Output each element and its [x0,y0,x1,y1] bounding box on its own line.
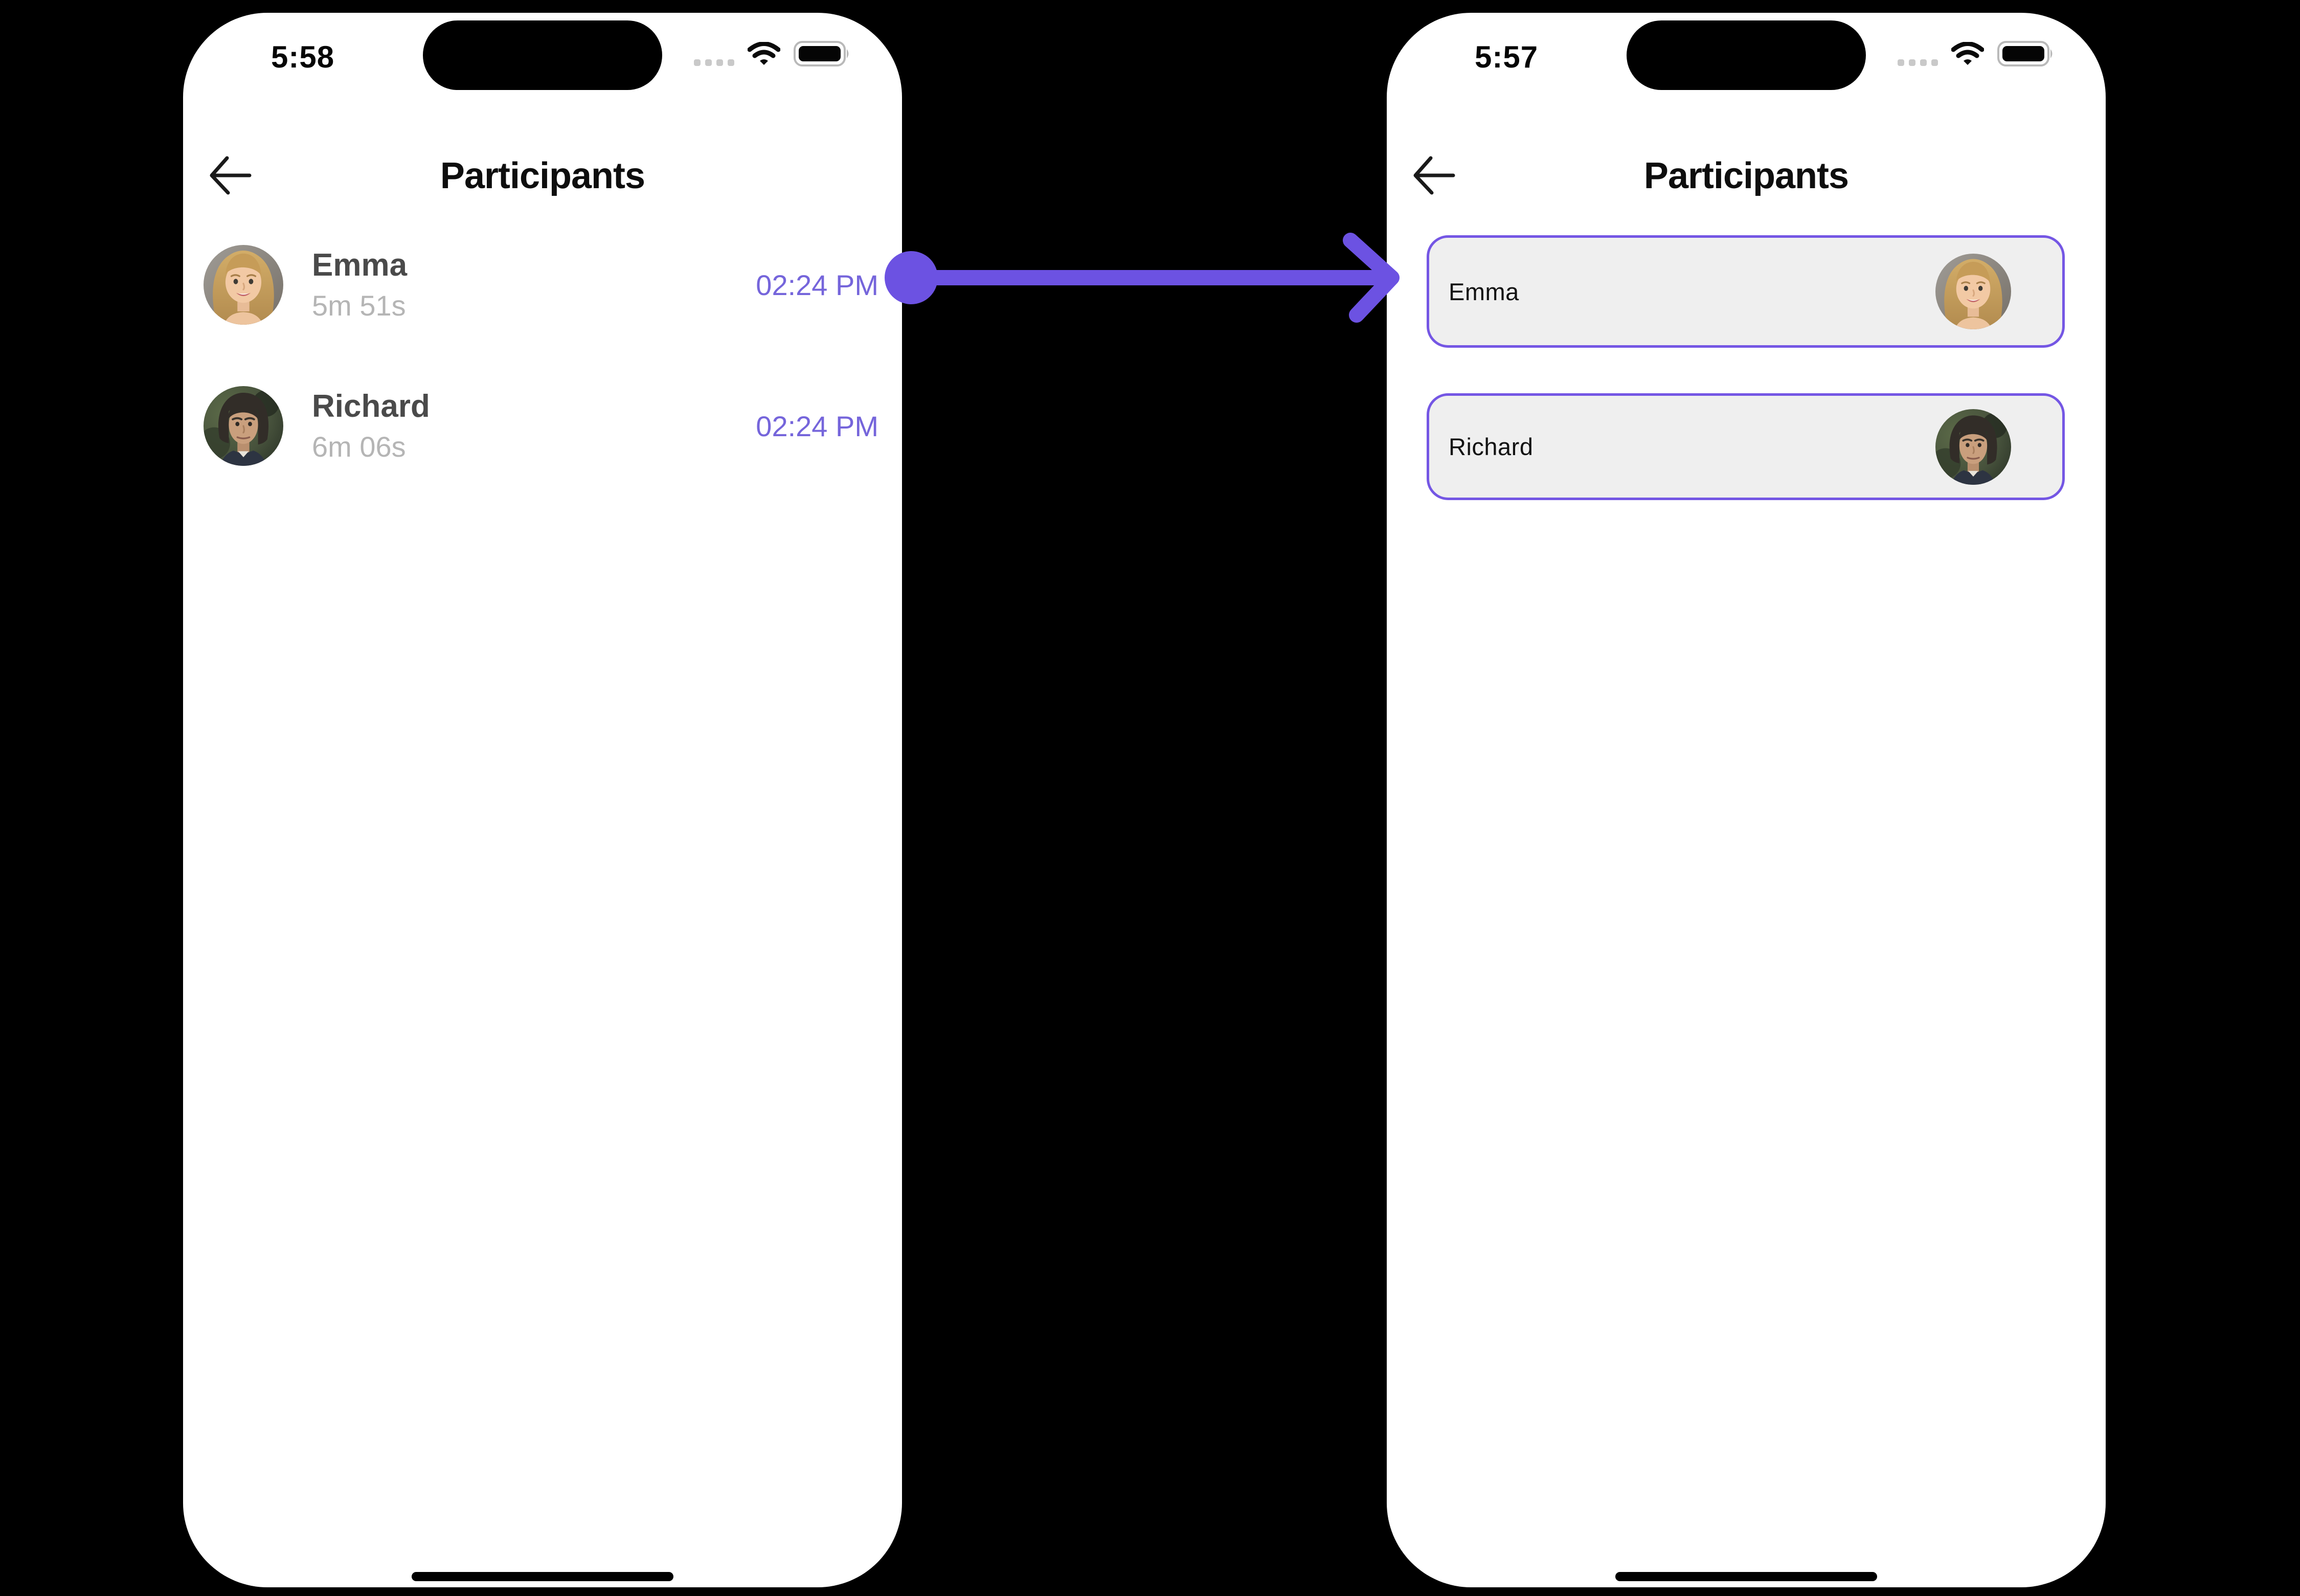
status-icons [1898,41,2055,66]
joined-time: 02:24 PM [756,410,878,442]
dynamic-island [423,20,662,90]
phone-left: 5:58 Participants Emma 5m 51s 02:24 PM [183,13,902,1587]
participant-texts: Emma 5m 51s [312,249,407,321]
avatar-emma [1935,254,2011,329]
wifi-icon [748,42,780,65]
dynamic-island [1627,20,1866,90]
cellular-signal-dots-icon [694,59,734,66]
avatar-emma [204,245,283,325]
status-time: 5:57 [1475,40,1539,74]
participant-row-emma[interactable]: Emma 5m 51s 02:24 PM [204,245,878,325]
avatar-richard [1935,409,2011,485]
call-duration: 6m 06s [312,431,406,463]
participant-card-richard[interactable]: Richard [1427,393,2065,500]
status-time: 5:58 [271,40,335,74]
card-participant-name: Richard [1449,433,1534,460]
home-indicator[interactable] [412,1572,673,1581]
call-duration: 5m 51s [312,289,406,322]
battery-full-icon [794,41,851,66]
joined-time: 02:24 PM [756,268,878,301]
emma-avatar-image [1935,254,2011,329]
arrow-head [1343,233,1400,323]
phone-right: 5:57 Participants Emma Richard [1387,13,2106,1587]
participant-texts: Richard 6m 06s [312,390,430,462]
status-icons [694,41,851,66]
battery-full-icon [1997,41,2055,66]
richard-avatar-image [204,386,283,466]
card-participant-name: Emma [1449,278,1519,305]
cellular-signal-dots-icon [1898,59,1938,66]
participant-name: Emma [312,248,408,283]
home-indicator[interactable] [1615,1572,1877,1581]
emma-avatar-image [204,245,283,325]
annotation-arrow [885,233,1400,323]
page-title: Participants [440,155,645,196]
participant-row-richard[interactable]: Richard 6m 06s 02:24 PM [204,386,878,466]
page-title: Participants [1643,155,1849,196]
richard-avatar-image [1935,409,2011,485]
participant-card-emma[interactable]: Emma [1427,235,2065,348]
avatar-richard [204,386,283,466]
wifi-icon [1951,42,1984,65]
participant-name: Richard [312,389,430,424]
